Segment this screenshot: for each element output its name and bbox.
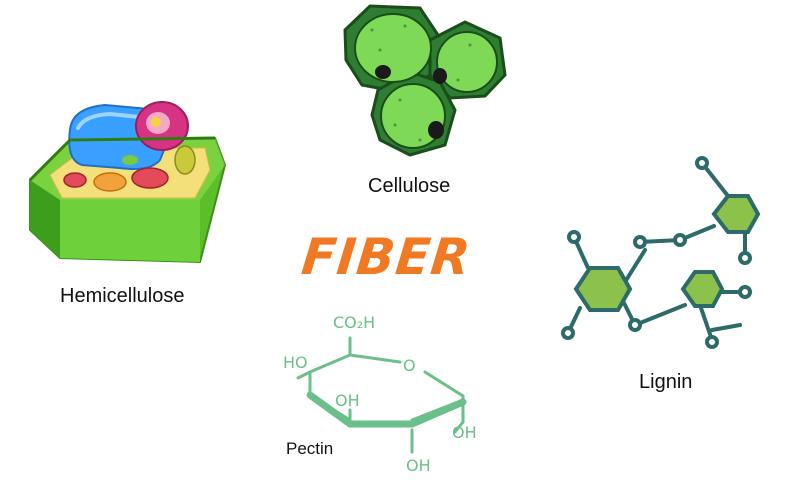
- hemicellulose-label: Hemicellulose: [60, 285, 185, 307]
- pectin-oh-bottom: OH: [406, 456, 431, 475]
- pectin-ring-oxygen: O: [403, 356, 416, 375]
- pectin-oh-mid: OH: [335, 391, 360, 410]
- pectin-oh-right: OH: [452, 423, 477, 442]
- pectin-label: Pectin: [286, 439, 334, 458]
- cellulose-label: Cellulose: [368, 175, 451, 197]
- lignin-label: Lignin: [639, 371, 693, 393]
- pectin-ho-group: HO: [283, 353, 308, 372]
- fiber-title: FIBER: [298, 228, 474, 286]
- pectin-co2h-group: CO₂H: [333, 313, 376, 332]
